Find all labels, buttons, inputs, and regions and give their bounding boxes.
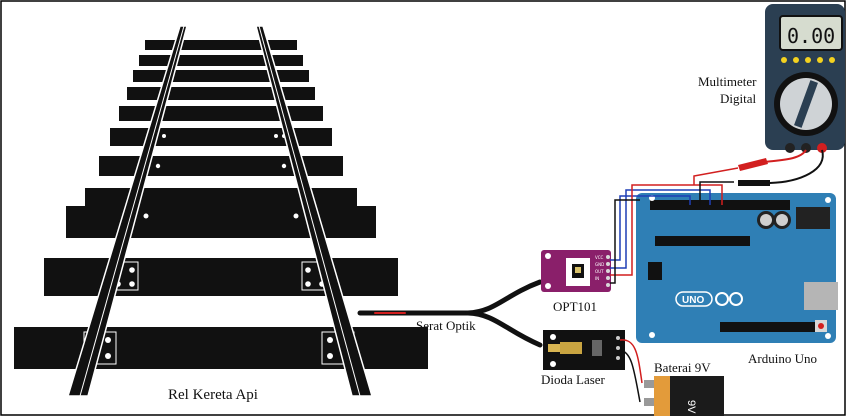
multimeter-label-line2: Digital (720, 91, 756, 106)
uno-logo-text: UNO (682, 295, 704, 306)
arduino-label: Arduino Uno (748, 351, 817, 366)
battery-label: Baterai 9V (654, 360, 711, 375)
svg-text:IN: IN (595, 276, 599, 281)
opt101-label: OPT101 (553, 299, 597, 314)
multimeter-display-value: 0.00 (787, 24, 835, 48)
fiber-label: Serat Optik (416, 318, 476, 333)
opt101-module: VCC GND OUT IN (541, 250, 611, 292)
laser-label: Dioda Laser (541, 372, 606, 387)
battery-9v: 9V (644, 376, 724, 416)
svg-text:OUT: OUT (595, 269, 604, 274)
arduino-uno-board: UNO (636, 193, 838, 343)
digital-multimeter: 0.00 (765, 4, 845, 153)
battery-body-text: 9V (685, 400, 697, 414)
black-probe (738, 180, 770, 186)
svg-text:VCC: VCC (595, 255, 604, 260)
svg-text:GND: GND (595, 262, 604, 267)
laser-diode-module (543, 330, 625, 370)
rail-label: Rel Kereta Api (168, 387, 258, 403)
multimeter-label-line1: Multimeter (698, 74, 757, 89)
